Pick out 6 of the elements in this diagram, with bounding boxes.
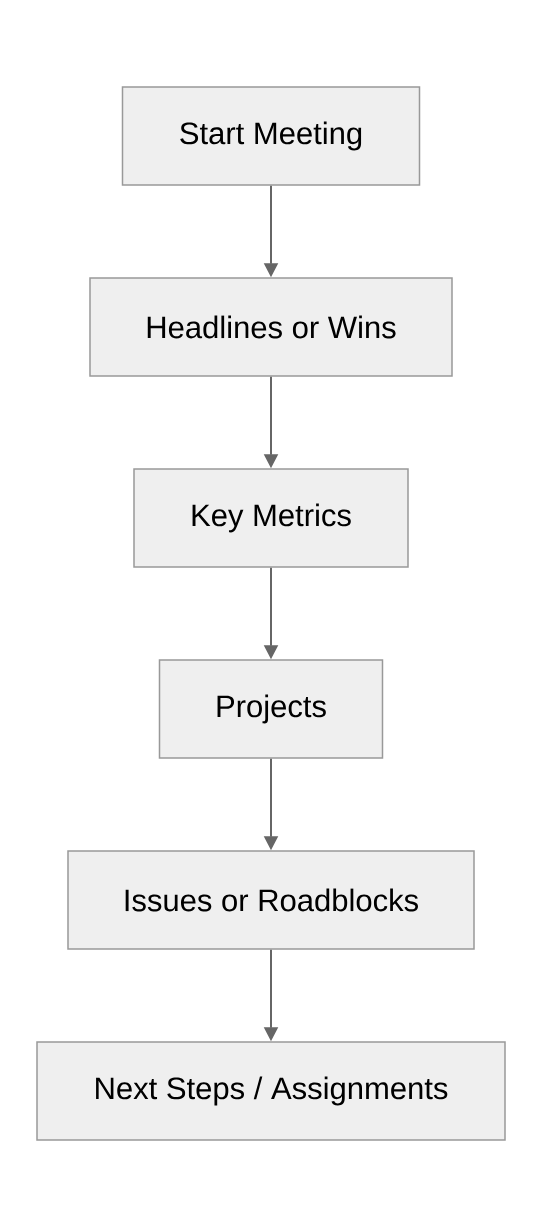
process-box: Key Metrics xyxy=(133,468,409,568)
process-box: Projects xyxy=(158,659,384,759)
process-box: Issues or Roadblocks xyxy=(67,850,475,950)
process-box: Next Steps / Assignments xyxy=(36,1041,506,1141)
process-box: Start Meeting xyxy=(121,86,421,186)
process-box: Headlines or Wins xyxy=(89,277,453,377)
